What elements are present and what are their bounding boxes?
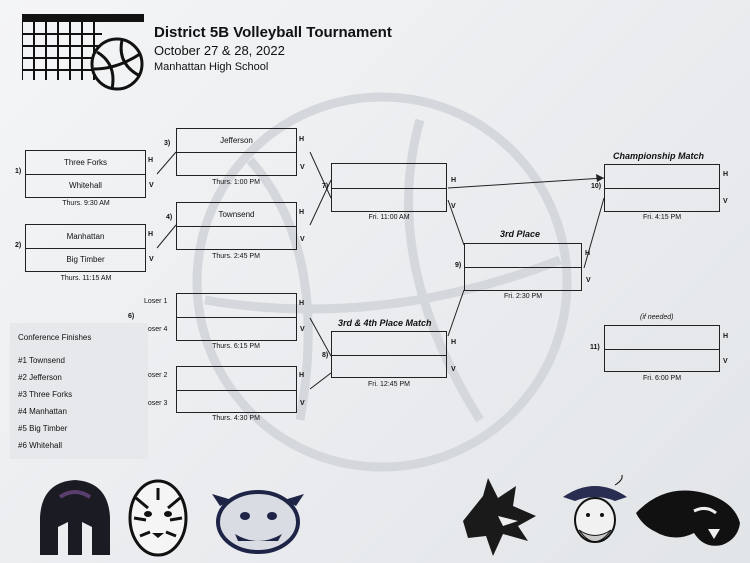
- game-3-time: Thurs. 1:00 PM: [212, 179, 260, 186]
- game-8-time: Fri. 12:45 PM: [367, 381, 410, 388]
- game-10-number: 10): [591, 183, 602, 190]
- visitor-indicator: V: [723, 358, 728, 365]
- visitor-indicator: V: [149, 182, 154, 189]
- game-4-visitor-team: [177, 226, 296, 249]
- game-8-number: 8): [322, 352, 329, 359]
- game-1-box[interactable]: Three Forks Whitehall: [25, 150, 146, 198]
- third-fourth-place-header: 3rd & 4th Place Match: [338, 318, 432, 328]
- conference-finishes-panel: Conference Finishes #1 Townsend #2 Jeffe…: [10, 323, 148, 459]
- game-11-number: 11): [590, 344, 600, 351]
- visitor-indicator: V: [300, 326, 305, 333]
- loser-4-label: Loser 4: [144, 326, 168, 333]
- game-8-box[interactable]: [331, 331, 447, 378]
- bulldog-icon: [212, 490, 304, 554]
- home-indicator: H: [148, 157, 154, 164]
- game-4-number: 4): [166, 214, 173, 221]
- tournament-dates: October 27 & 28, 2022: [154, 43, 285, 58]
- game-5-box[interactable]: [176, 366, 297, 413]
- net-volleyball-logo-icon: [22, 14, 144, 91]
- game-3-box[interactable]: Jefferson: [176, 128, 297, 176]
- panther-icon: [636, 490, 740, 546]
- visitor-indicator: V: [300, 164, 305, 171]
- game-2-number: 2): [15, 242, 22, 249]
- game-9-time: Fri. 2:30 PM: [503, 293, 543, 300]
- home-indicator: H: [723, 333, 729, 340]
- wolf-icon: [463, 478, 536, 556]
- visitor-indicator: V: [149, 256, 154, 263]
- game-1-time: Thurs. 9:30 AM: [62, 200, 110, 207]
- game-5-visitor-team: [177, 390, 296, 413]
- conference-title: Conference Finishes: [18, 333, 92, 342]
- home-indicator: H: [148, 231, 154, 238]
- game-5-time: Thurs. 4:30 PM: [212, 415, 260, 422]
- if-needed-label: (if needed): [640, 314, 674, 321]
- third-place-header: 3rd Place: [500, 229, 541, 239]
- game-7-time: Fri. 11:00 AM: [368, 214, 410, 221]
- game-2-home-team: Manhattan: [66, 232, 105, 241]
- loser-3-label: Loser 3: [144, 400, 168, 407]
- visitor-indicator: V: [586, 277, 591, 284]
- home-indicator: H: [299, 209, 305, 216]
- home-indicator: H: [585, 250, 591, 257]
- home-indicator: H: [723, 171, 729, 178]
- game-10-box[interactable]: [604, 164, 720, 212]
- home-indicator: H: [299, 300, 305, 307]
- prospector-icon: [563, 475, 627, 543]
- home-indicator: H: [299, 372, 305, 379]
- game-4-time: Thurs. 2:45 PM: [212, 253, 260, 260]
- tournament-location: Manhattan High School: [154, 61, 269, 73]
- game-3-home-team: Jefferson: [220, 136, 253, 145]
- game-2-visitor-team: Big Timber: [66, 255, 105, 264]
- home-indicator: H: [299, 136, 305, 143]
- visitor-indicator: V: [451, 203, 456, 210]
- conference-item: #3 Three Forks: [18, 390, 73, 399]
- spartan-helmet-icon: [40, 480, 110, 555]
- game-2-box[interactable]: Manhattan Big Timber: [25, 224, 146, 272]
- game-6-home-team: [177, 294, 296, 317]
- conference-item: #1 Townsend: [18, 356, 65, 365]
- game-7-number: 7): [322, 183, 329, 190]
- visitor-indicator: V: [300, 236, 305, 243]
- game-11-box[interactable]: [604, 325, 720, 372]
- loser-1-label: Loser 1: [144, 298, 168, 305]
- game-6-number: 6): [128, 313, 135, 320]
- game-3-number: 3): [164, 140, 171, 147]
- loser-2-label: Loser 2: [144, 372, 168, 379]
- visitor-indicator: V: [300, 400, 305, 407]
- game-6-time: Thurs. 6:15 PM: [212, 343, 260, 350]
- game-3-visitor-team: [177, 152, 296, 175]
- tiger-icon: [128, 479, 188, 557]
- game-4-home-team: Townsend: [218, 210, 255, 219]
- conference-item: #4 Manhattan: [18, 407, 67, 416]
- game-9-box[interactable]: [464, 243, 582, 291]
- home-indicator: H: [451, 177, 457, 184]
- game-5-home-team: [177, 367, 296, 390]
- game-4-box[interactable]: Townsend: [176, 202, 297, 250]
- page-title: District 5B Volleyball Tournament: [154, 24, 392, 41]
- game-9-number: 9): [455, 262, 462, 269]
- game-1-visitor-team: Whitehall: [69, 181, 102, 190]
- conference-item: #5 Big Timber: [18, 424, 68, 433]
- game-7-box[interactable]: [331, 163, 447, 212]
- conference-item: #6 Whitehall: [18, 441, 63, 450]
- game-10-time: Fri. 4:15 PM: [642, 214, 682, 221]
- visitor-indicator: V: [451, 366, 456, 373]
- game-6-visitor-team: [177, 317, 296, 340]
- game-11-time: Fri. 6:00 PM: [642, 375, 682, 382]
- conference-item: #2 Jefferson: [18, 373, 62, 382]
- championship-header: Championship Match: [613, 151, 705, 161]
- game-2-time: Thurs. 11:15 AM: [60, 275, 112, 282]
- visitor-indicator: V: [723, 198, 728, 205]
- home-indicator: H: [451, 339, 457, 346]
- game-1-home-team: Three Forks: [63, 158, 108, 167]
- game-1-number: 1): [15, 168, 22, 175]
- game-6-box[interactable]: [176, 293, 297, 341]
